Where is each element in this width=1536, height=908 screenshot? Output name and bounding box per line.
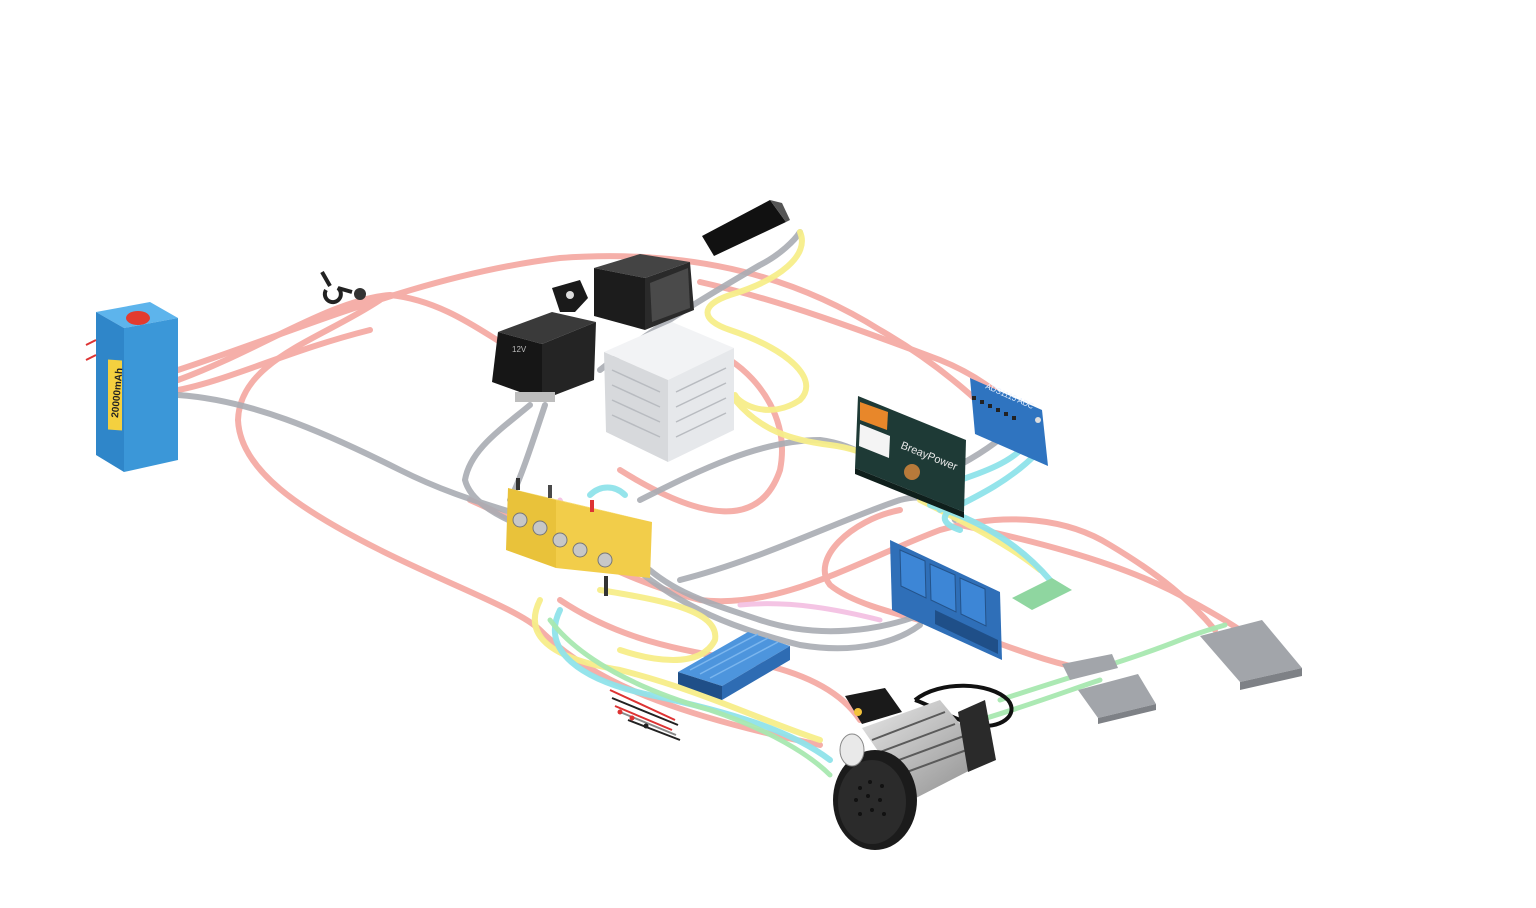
connector-bundle xyxy=(609,689,681,741)
wire-green-pedal xyxy=(997,622,1228,703)
relay-mount-hole xyxy=(566,291,574,299)
top-connector-body xyxy=(702,200,786,256)
sensor-pad[interactable] xyxy=(1062,654,1118,680)
power-module-edge xyxy=(855,468,964,518)
battery-switch-icon[interactable] xyxy=(126,311,150,325)
green-module-pcb xyxy=(1012,578,1072,610)
relay-small-top xyxy=(594,254,690,278)
relay-large-front xyxy=(492,332,542,400)
relay-board-terminals xyxy=(935,610,998,654)
controller-ridges xyxy=(689,633,779,679)
terminal-screw-icon xyxy=(552,532,568,548)
motor-junction-cap xyxy=(854,708,862,716)
relay-large-side xyxy=(542,322,596,400)
power-module-inductor-icon xyxy=(904,464,920,480)
wire-red-battery-2 xyxy=(175,292,508,383)
controller-front xyxy=(678,672,722,700)
wires xyxy=(175,229,1243,778)
relay-large[interactable]: 12V xyxy=(492,280,596,402)
terminal-screw-icon xyxy=(597,552,613,568)
wire-gray-bundle xyxy=(617,537,923,635)
battery-label-panel xyxy=(108,359,122,431)
motor[interactable] xyxy=(833,683,1014,850)
relay-small[interactable] xyxy=(594,254,694,330)
power-module[interactable]: BreayPower xyxy=(855,396,966,518)
relay-large-top xyxy=(498,312,596,344)
converter-front xyxy=(604,352,668,462)
accelerator-pedal-top xyxy=(1200,620,1302,682)
brake-pedal-top xyxy=(1078,674,1156,718)
controller[interactable] xyxy=(678,632,790,700)
motor-far-cap xyxy=(958,700,996,772)
accelerator-pedal-edge xyxy=(1240,668,1302,690)
wire-red-mid xyxy=(617,357,785,515)
wire-cyan-lower xyxy=(551,607,833,763)
wire-red-relay-loop xyxy=(821,507,1093,673)
brake-pedal[interactable] xyxy=(1078,674,1156,724)
motor-mount-ring xyxy=(839,733,865,767)
battery[interactable]: 20000mAh xyxy=(85,302,178,472)
relay-board[interactable] xyxy=(890,540,1002,660)
green-module[interactable] xyxy=(1012,578,1072,610)
power-module-white-panel xyxy=(859,424,890,458)
wire-cyan-top xyxy=(587,484,628,498)
relay-unit xyxy=(899,549,927,599)
wire-gray-battery xyxy=(175,392,523,518)
accelerator-pedal[interactable] xyxy=(1200,620,1302,690)
adc-pins xyxy=(972,396,1016,420)
terminal-leads xyxy=(516,478,608,596)
relay-unit xyxy=(959,577,987,627)
relay-board-relays xyxy=(899,549,987,627)
converter-fins xyxy=(611,367,727,438)
terminal-block-top xyxy=(508,488,652,522)
motor-vent-holes xyxy=(854,780,886,816)
power-module-orange xyxy=(860,402,888,430)
relay-pins xyxy=(515,392,555,402)
battery-side xyxy=(124,318,178,472)
key-switch-body xyxy=(354,288,366,300)
battery-lead-icon xyxy=(85,339,97,361)
relay-large-label: 12V xyxy=(512,345,527,354)
relay-small-face xyxy=(650,268,690,322)
terminal-block-front xyxy=(506,488,556,568)
wire-red-pedal xyxy=(957,522,1243,633)
terminal-screw-icon xyxy=(532,520,548,536)
relay-small-front xyxy=(594,268,645,330)
motor-endcap-face xyxy=(838,760,906,844)
terminal-block[interactable] xyxy=(506,478,652,596)
green-wires xyxy=(547,617,1228,778)
top-connector[interactable] xyxy=(702,200,790,256)
key-switch[interactable] xyxy=(320,271,366,305)
relay-unit xyxy=(929,563,957,613)
adc-board-pcb xyxy=(970,378,1048,466)
sensor-pad-top xyxy=(1062,654,1118,680)
wire-green-motor xyxy=(977,677,1103,723)
wire-yellow-top xyxy=(704,229,809,413)
wire-pink-bundle xyxy=(737,601,883,623)
top-connector-edge xyxy=(770,200,790,222)
battery-label: 20000mAh xyxy=(110,367,125,418)
terminal-screw-icon xyxy=(512,512,528,528)
terminal-screw-icon xyxy=(572,542,588,558)
wire-green-lower xyxy=(547,617,833,778)
adc-mount-hole xyxy=(1035,417,1041,423)
converter-top xyxy=(604,322,734,380)
wire-gray-bundle-2 xyxy=(617,552,923,652)
key-icon xyxy=(320,271,353,305)
wire-yellow-loop xyxy=(597,587,719,663)
brake-pedal-edge xyxy=(1098,704,1156,724)
terminal-block-side xyxy=(556,500,652,578)
wire-red-battery-3 xyxy=(175,327,373,393)
dc-converter[interactable] xyxy=(604,322,734,462)
controller-side xyxy=(722,646,790,700)
terminal-screws xyxy=(512,512,613,568)
wire-red-battery-top xyxy=(175,253,1033,458)
wire-gray-relay xyxy=(462,402,533,528)
wire-yellow-lower xyxy=(531,597,823,743)
controller-top xyxy=(678,632,790,686)
